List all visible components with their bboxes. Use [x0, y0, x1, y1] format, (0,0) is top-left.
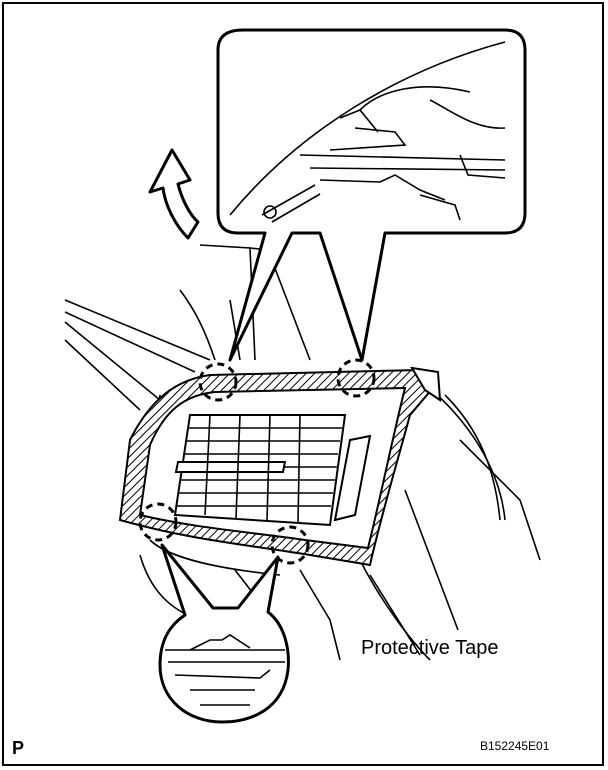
clip-marker-bottom-right: [270, 525, 310, 565]
upper-detail-callout: [216, 28, 527, 362]
vent-louvers: [173, 414, 372, 527]
figure-code: B152245E01: [480, 739, 550, 753]
lower-detail-clip: [165, 634, 285, 706]
clip-marker-top-right: [336, 358, 376, 398]
protective-tape-label: Protective Tape: [361, 637, 499, 659]
clip-markers: [138, 358, 376, 565]
clip-marker-bottom-left: [138, 502, 178, 542]
clip-marker-top-left: [198, 362, 238, 402]
view-marker: P: [12, 738, 24, 758]
upper-detail-clip: [229, 41, 506, 223]
curved-up-arrow-icon: [148, 148, 200, 240]
tape-leader-line: [404, 489, 459, 631]
lower-detail-callout: [158, 543, 290, 724]
